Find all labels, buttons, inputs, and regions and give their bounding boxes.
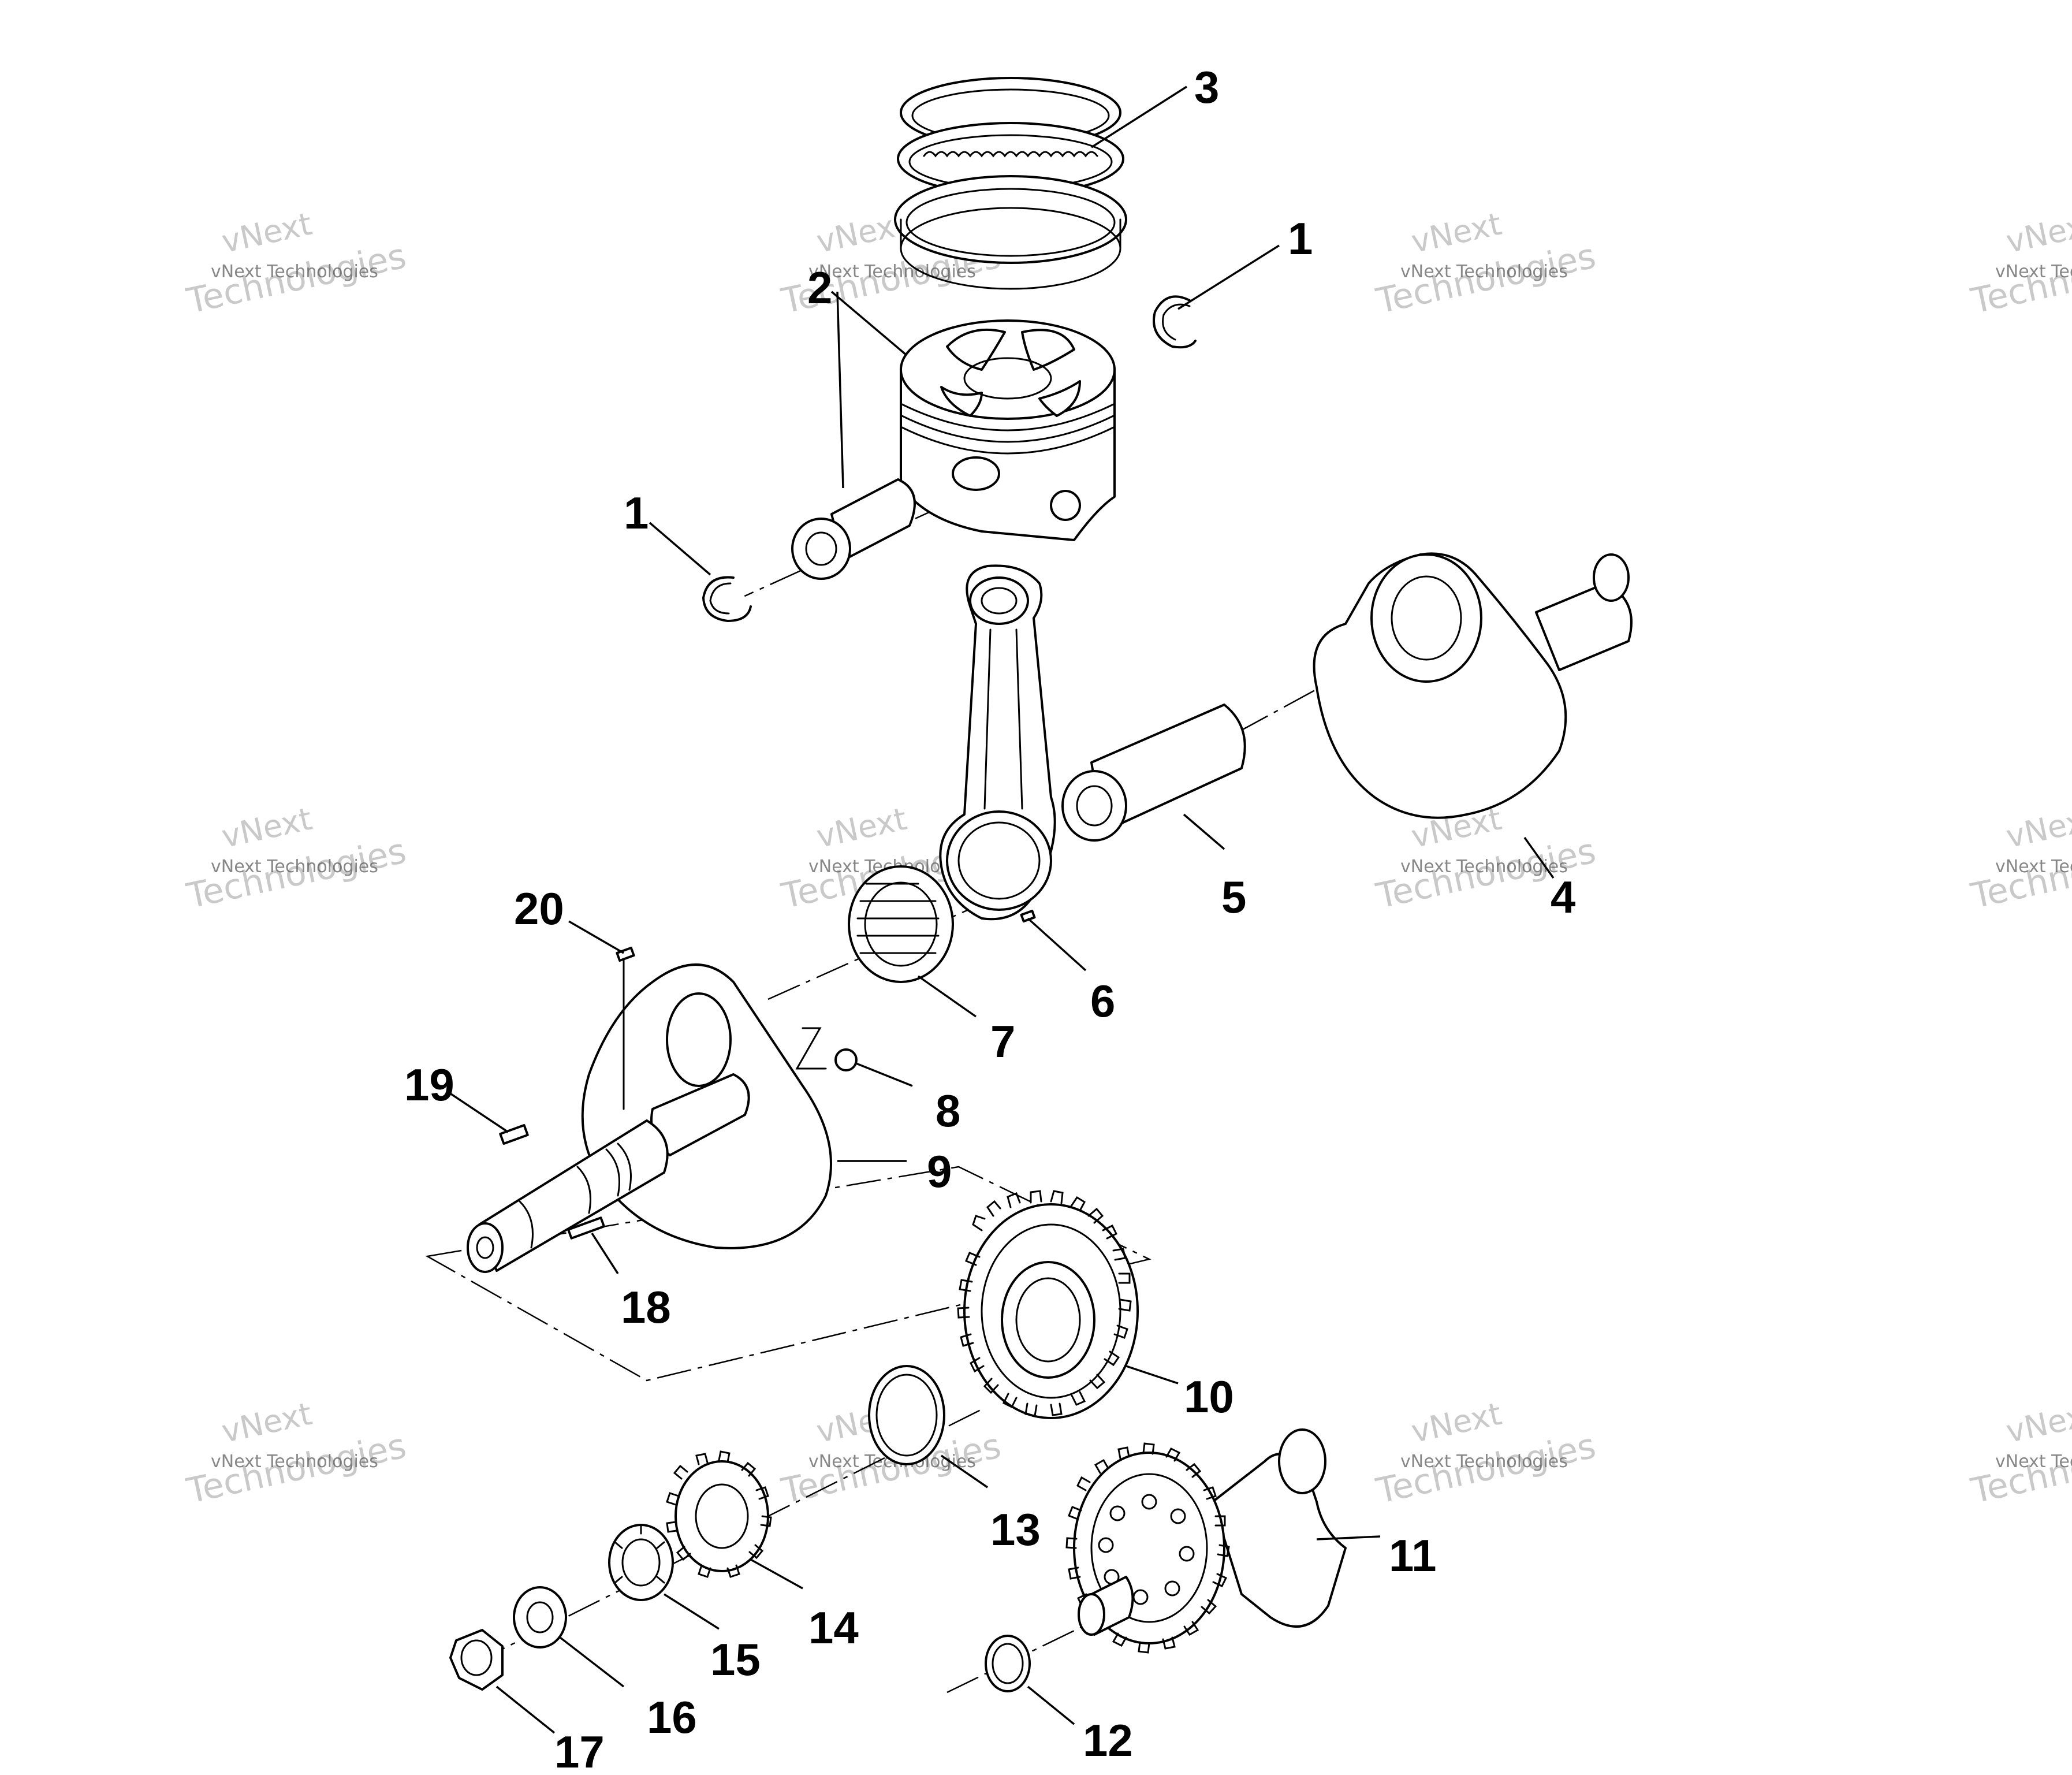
callout-8: 8	[936, 1085, 960, 1136]
piston-pin	[791, 478, 916, 580]
piston	[900, 319, 1116, 541]
watermark-text: vNext Technologies	[1400, 857, 1568, 877]
woodruff-key	[616, 946, 635, 962]
circlip-right	[1153, 295, 1197, 349]
callout-5: 5	[1221, 872, 1246, 922]
washer	[513, 1586, 567, 1649]
watermark-brand: vNext	[2003, 1396, 2072, 1450]
callout-3: 3	[1194, 62, 1219, 113]
callout-15: 15	[710, 1634, 761, 1685]
callout-13: 13	[990, 1504, 1041, 1555]
leader-lines	[447, 85, 1555, 1734]
watermark-brand: vNext	[1408, 206, 1504, 260]
callout-20: 20	[514, 883, 564, 934]
watermark-text: vNext Technologies	[808, 262, 976, 282]
piston-rings	[894, 77, 1127, 290]
watermark-brand: vNext	[218, 1396, 315, 1450]
watermark-brand: vNext	[2003, 801, 2072, 855]
watermark-text: vNext Technologies	[1400, 1452, 1568, 1472]
watermark-text: vNext Technologies	[1995, 262, 2072, 282]
drive-gear	[957, 1190, 1139, 1419]
watermark-text: vNext Technologies	[1995, 1452, 2072, 1472]
callout-12: 12	[1083, 1715, 1133, 1766]
callout-10: 10	[1184, 1371, 1234, 1422]
crankshaft-right-half	[1313, 552, 1633, 819]
crankshaft-assembly-outline	[425, 1166, 1151, 1382]
callout-2: 2	[807, 262, 832, 313]
connecting-rod	[939, 564, 1056, 923]
watermark-brand: vNext	[218, 801, 315, 855]
thrust-washer	[868, 1365, 945, 1465]
watermark-text: vNext Technologies	[211, 857, 378, 877]
crank-pin	[1061, 704, 1246, 842]
callout-6: 6	[1090, 976, 1115, 1026]
callout-11: 11	[1389, 1530, 1436, 1581]
slotted-nut	[608, 1524, 674, 1601]
ball-passage	[795, 1027, 827, 1070]
hex-nut	[449, 1629, 504, 1691]
watermark-text: vNext Technologies	[211, 1452, 378, 1472]
watermark-text: vNext Technologies	[1995, 857, 2072, 877]
circlip-left	[702, 576, 752, 622]
callout-16: 16	[647, 1692, 697, 1743]
watermark-text: vNext Technologies	[211, 262, 378, 282]
sprocket	[666, 1450, 772, 1578]
callout-1: 1	[1288, 213, 1313, 264]
callout-9: 9	[927, 1146, 952, 1197]
callouts: 3 1 2 1 4 5 6 7 8 9 10 11 12 13 14 15 16…	[404, 62, 1575, 1775]
crankshaft-left-half	[467, 952, 832, 1273]
watermark-brand: vNext	[2003, 206, 2072, 260]
callout-14: 14	[808, 1602, 859, 1653]
watermark-brand: vNext	[1408, 1396, 1504, 1450]
balancer-shaft	[1065, 1428, 1347, 1654]
key	[499, 1124, 529, 1145]
watermark-text: vNext Technologies	[1400, 262, 1568, 282]
callout-17: 17	[554, 1726, 605, 1775]
dowel-pin	[567, 1216, 605, 1240]
ball	[834, 1048, 858, 1071]
callout-18: 18	[621, 1282, 671, 1333]
callout-1: 1	[624, 488, 649, 538]
callout-19: 19	[404, 1059, 454, 1110]
callout-4: 4	[1551, 872, 1575, 922]
needle-bearing	[848, 865, 954, 983]
watermark-brand: vNext	[218, 206, 315, 260]
balancer-washer	[985, 1635, 1031, 1692]
callout-7: 7	[990, 1016, 1015, 1067]
watermark-brand: vNext	[813, 801, 910, 855]
